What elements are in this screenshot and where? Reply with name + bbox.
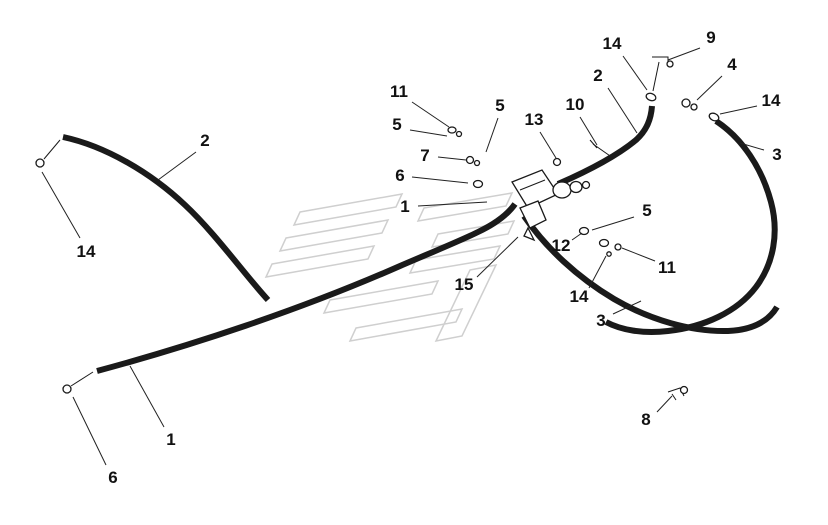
- leader-line-6: [72, 396, 107, 466]
- fitting-14-top: [645, 92, 657, 102]
- fittings: [35, 56, 720, 401]
- fitting-12: [598, 238, 610, 248]
- hose-3-right: [604, 118, 778, 335]
- fitting-5-top: [455, 130, 463, 138]
- leader-line-9: [667, 47, 701, 61]
- leader-line-2: [607, 87, 638, 134]
- leader-line-5: [485, 117, 499, 153]
- leader-line-3: [739, 142, 765, 151]
- fitting-14-left: [35, 158, 45, 168]
- hose-3-valve-to-bottom-right: [521, 214, 780, 335]
- elbow-fitting-9: [652, 56, 674, 92]
- leader-line-7: [437, 156, 467, 161]
- leader-line-1: [417, 201, 488, 207]
- leader-line-10: [579, 116, 598, 146]
- hardware-cluster-bottom: [578, 226, 622, 257]
- hardware-cluster-top: [447, 126, 614, 189]
- hose-2-valve-to-top-right: [556, 105, 655, 187]
- hoses: [62, 105, 780, 374]
- leader-line-14: [719, 105, 758, 115]
- leader-line-11: [411, 101, 450, 128]
- leader-line-13: [539, 131, 557, 159]
- watermark-logo: [264, 192, 516, 343]
- leader-line-3: [612, 300, 642, 315]
- leader-line-5: [591, 216, 635, 231]
- leader-line-6: [411, 176, 469, 184]
- leader-line-8: [656, 395, 673, 413]
- leader-lines: [41, 47, 765, 466]
- bolt-10: [592, 143, 614, 159]
- fitting-14-bottom: [606, 251, 612, 257]
- fitting-14-right: [708, 112, 720, 122]
- leader-line-11: [621, 247, 656, 262]
- valve-assembly-15: [511, 169, 591, 242]
- fitting-11-bottom: [614, 243, 622, 251]
- leader-line-14: [622, 55, 648, 91]
- fitting-4: [681, 98, 698, 111]
- leader-line-4: [696, 75, 723, 101]
- leader-line-12: [571, 232, 583, 241]
- leader-line-14: [41, 171, 81, 239]
- fitting-7: [465, 155, 475, 165]
- leader-line-2: [157, 151, 197, 181]
- leader-line-5: [409, 129, 448, 137]
- leader-line-15: [476, 236, 519, 278]
- washer-13: [552, 157, 562, 167]
- fitting-6-bottom-left: [62, 384, 72, 394]
- elbow-fitting-8: [667, 385, 689, 401]
- leader-line-14: [588, 255, 607, 289]
- hose-1-long: [96, 202, 518, 374]
- fitting-6-valve: [472, 179, 484, 189]
- hose-2-top-left: [62, 134, 271, 303]
- leader-line-1: [129, 365, 165, 428]
- fitting-11-top: [447, 126, 457, 134]
